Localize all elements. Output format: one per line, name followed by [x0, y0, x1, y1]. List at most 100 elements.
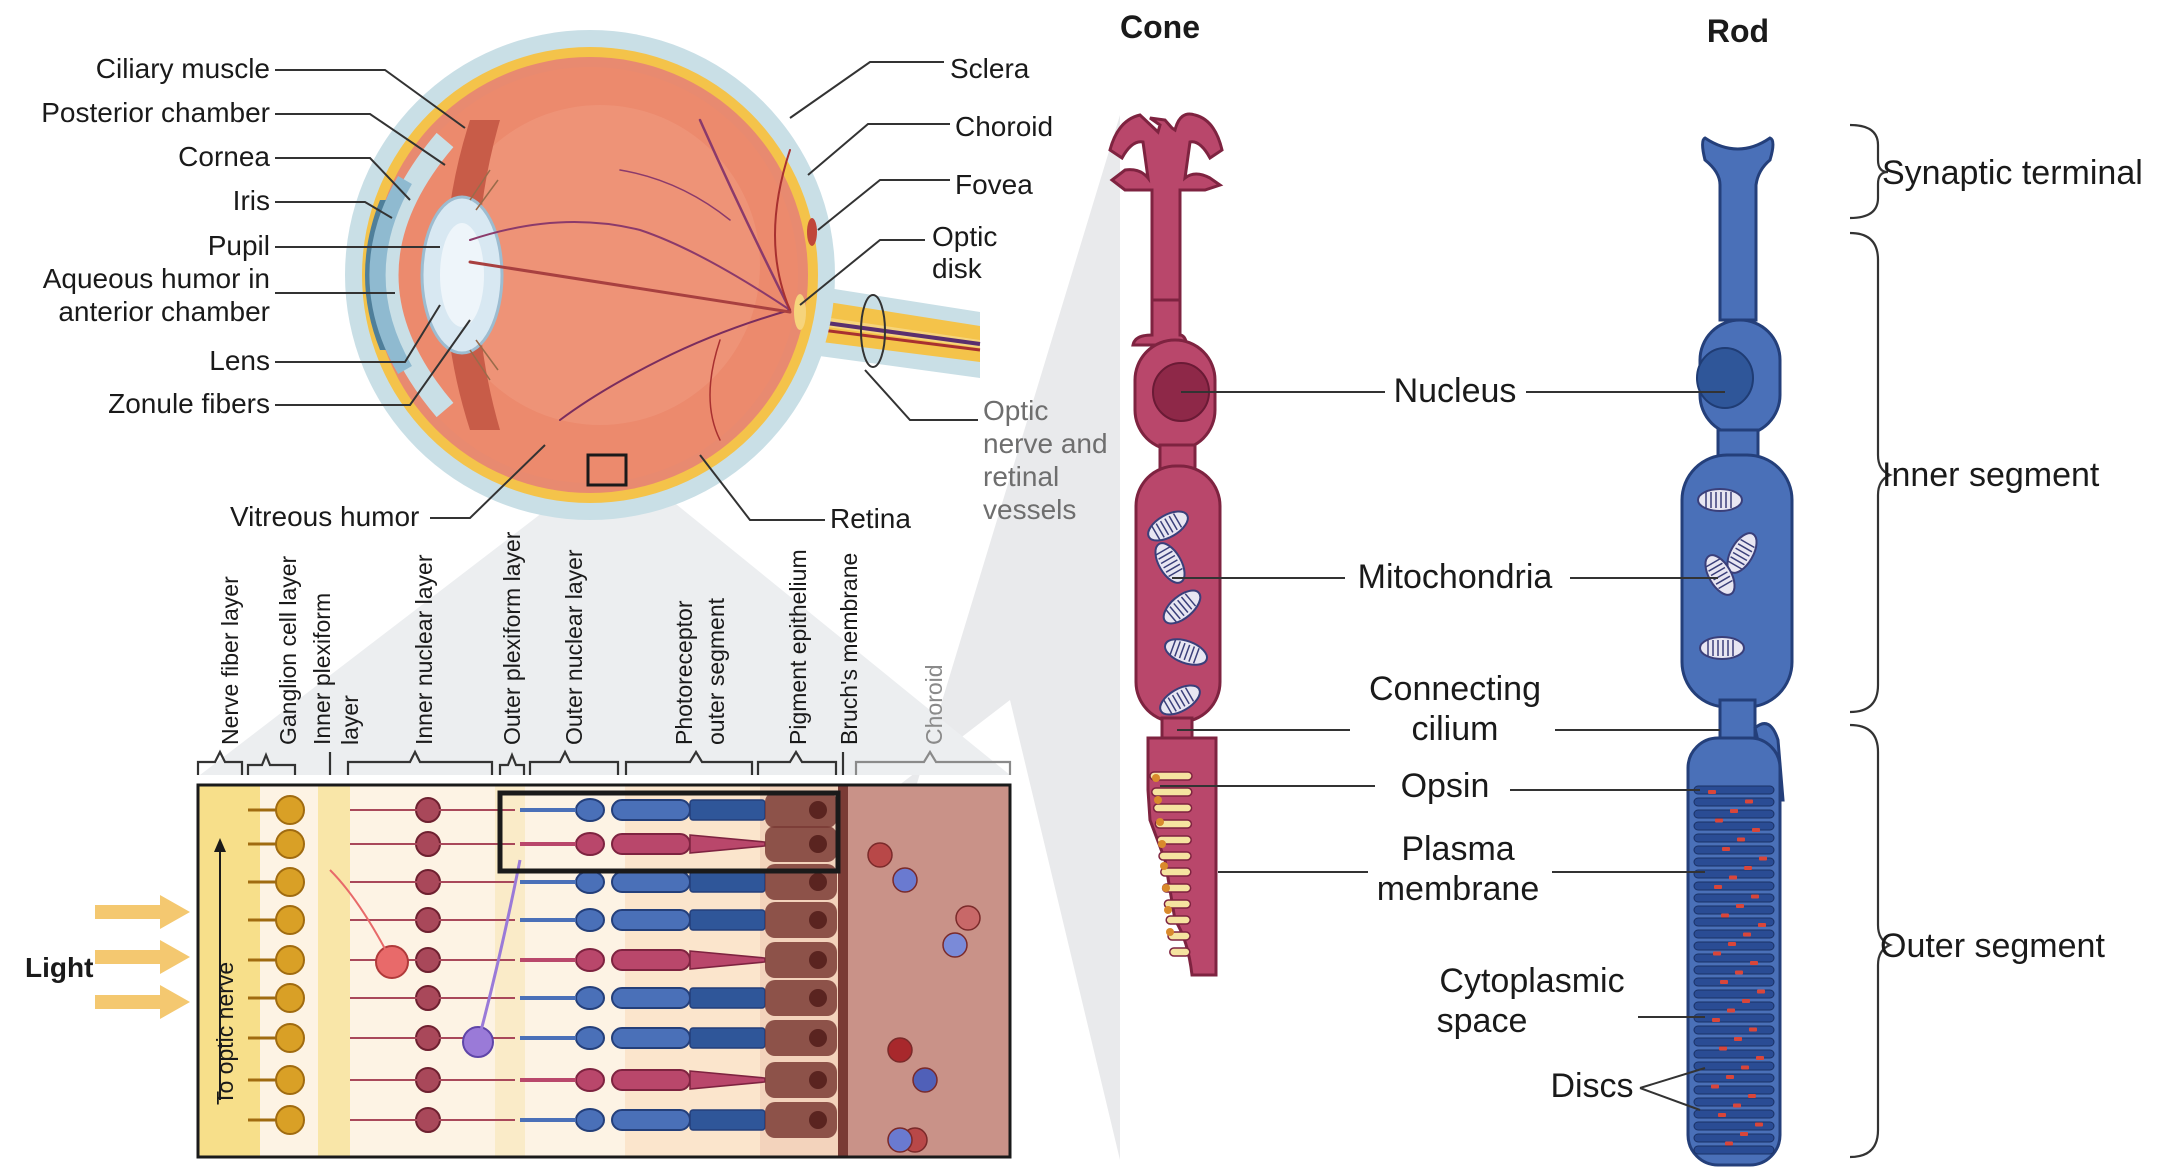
mitochondrion [1697, 488, 1743, 512]
mitochondrion-crista [1169, 606, 1181, 620]
brace-synaptic [1849, 123, 1889, 220]
optic-nerve-marker [860, 294, 886, 368]
mitochondrion-crista [1188, 646, 1196, 662]
mitochondrion-crista [1165, 563, 1181, 573]
retina-zoom-box [586, 453, 628, 487]
opsin-dot [1154, 796, 1162, 804]
rod-discs [1693, 785, 1775, 1155]
layer-photoreceptor-2: outer segment [703, 597, 729, 745]
mitochondrion-crista [1159, 520, 1170, 536]
cone-membrane-fold [1152, 803, 1193, 813]
label-posterior-chamber: Posterior chamber [41, 97, 270, 128]
rod-disc [1693, 977, 1775, 987]
rhodopsin-mark [1725, 1141, 1733, 1146]
rod-disc [1693, 965, 1775, 975]
mitochondrion-membrane [1154, 542, 1186, 584]
mitochondrion-crista [1163, 699, 1173, 715]
rod-soma-small [575, 1026, 605, 1050]
pigment-nucleus [809, 801, 827, 819]
label-pupil: Pupil [208, 230, 270, 261]
mitochondrion [1159, 684, 1201, 716]
rod-disc [1693, 1013, 1775, 1023]
photoreceptor-inner-segment [611, 1109, 691, 1131]
photoreceptor-inner-segment [611, 833, 691, 855]
rod-disc [1693, 1133, 1775, 1143]
cone-soma-small [575, 948, 605, 972]
mitochondrion-crista [1184, 687, 1195, 702]
opsin-dot [1156, 818, 1164, 826]
cell-leaders [1160, 391, 1725, 1111]
rhodopsin-mark [1713, 951, 1721, 956]
cone-axon [1131, 298, 1189, 347]
label-lens: Lens [209, 345, 270, 376]
rhodopsin-mark [1720, 980, 1728, 984]
rhodopsin-mark [1733, 1103, 1741, 1108]
retina-layer-brackets [196, 749, 1012, 775]
mitochondrion-crista [1164, 518, 1174, 533]
label-plasma-1: Plasma [1401, 830, 1514, 868]
region-labels: Synaptic terminal Inner segment Outer se… [1880, 154, 2143, 965]
region-synaptic-terminal: Synaptic terminal [1882, 154, 2143, 192]
mitochondrion-crista [1172, 513, 1183, 528]
rhodopsin-mark [1752, 828, 1760, 832]
zoom-wedge-cells [838, 115, 1120, 1160]
layer-outer-plexiform: Outer plexiform layer [499, 531, 525, 745]
layer-photoreceptor-1: Photoreceptor [671, 600, 697, 745]
rhodopsin-mark [1712, 1018, 1720, 1022]
rod-disc [1693, 1085, 1775, 1095]
ganglion-cell [275, 905, 305, 935]
choroid-blood-cell [867, 842, 893, 868]
retinal-vessels [468, 118, 792, 441]
mitochondrion-crista [1160, 554, 1176, 565]
label-ciliary-muscle: Ciliary muscle [96, 53, 270, 84]
mitochondrion-crista [1174, 641, 1181, 657]
eye-right-labels: Sclera Choroid Fovea Optic disk Optic ne… [230, 53, 1108, 534]
choroid-blood-cell [887, 1127, 913, 1153]
cone-membrane-fold [1158, 851, 1192, 861]
opsin-dot [1166, 928, 1174, 936]
region-braces [1849, 123, 1893, 1159]
region-outer-segment: Outer segment [1880, 927, 2105, 965]
bruchs-membrane-band [838, 785, 848, 1157]
photoreceptor-inner-segment [611, 909, 691, 931]
rod-disc [1693, 833, 1775, 843]
mitochondrion-crista [1184, 593, 1197, 607]
mitochondrion-crista [1176, 692, 1186, 707]
ganglion-cell [275, 1065, 305, 1095]
optic-arrow-head [214, 838, 226, 852]
mitochondrion-membrane [1162, 589, 1202, 625]
cone-membrane-fold [1154, 819, 1193, 829]
rhodopsin-mark [1740, 1132, 1748, 1136]
rhodopsin-mark [1735, 970, 1743, 975]
ganglion-cell [275, 945, 305, 975]
cornea [376, 132, 454, 418]
mitochondrion-crista [1168, 567, 1183, 578]
cone-inner-segment [1134, 464, 1222, 724]
cell-zoom-box [497, 790, 841, 874]
rod-outer-segment-small [689, 1027, 766, 1049]
rod-soma-small [575, 798, 605, 822]
opsin-dot [1160, 862, 1168, 870]
rod-outer-segment-small [689, 1109, 766, 1131]
rod-disc [1693, 845, 1775, 855]
eye-left-labels: Ciliary muscle Posterior chamber Cornea … [41, 53, 270, 419]
eye-right-leaders [430, 61, 978, 521]
cone-membrane-folds [1149, 771, 1193, 957]
layer-pigment-epithelium: Pigment epithelium [785, 549, 811, 745]
rod-outer-segment-small [689, 987, 766, 1009]
ganglion-cell [275, 983, 305, 1013]
choroid-blood-cell [887, 1037, 913, 1063]
photoreceptor-inner-segment [611, 871, 691, 893]
photoreceptor-inner-segment [611, 987, 691, 1009]
mitochondrion [1726, 532, 1758, 574]
mitochondrion-crista [1180, 596, 1193, 610]
rhodopsin-mark [1748, 1094, 1756, 1098]
retina-cells [248, 792, 981, 1153]
layer-inner-plexiform-2: layer [337, 695, 363, 745]
amacrine-process [329, 869, 393, 963]
label-plasma-2: membrane [1377, 870, 1540, 908]
rhodopsin-mark [1744, 866, 1752, 870]
rhodopsin-mark [1718, 1113, 1726, 1117]
rod-disc [1693, 1025, 1775, 1035]
pigment-nucleus [809, 1111, 827, 1129]
